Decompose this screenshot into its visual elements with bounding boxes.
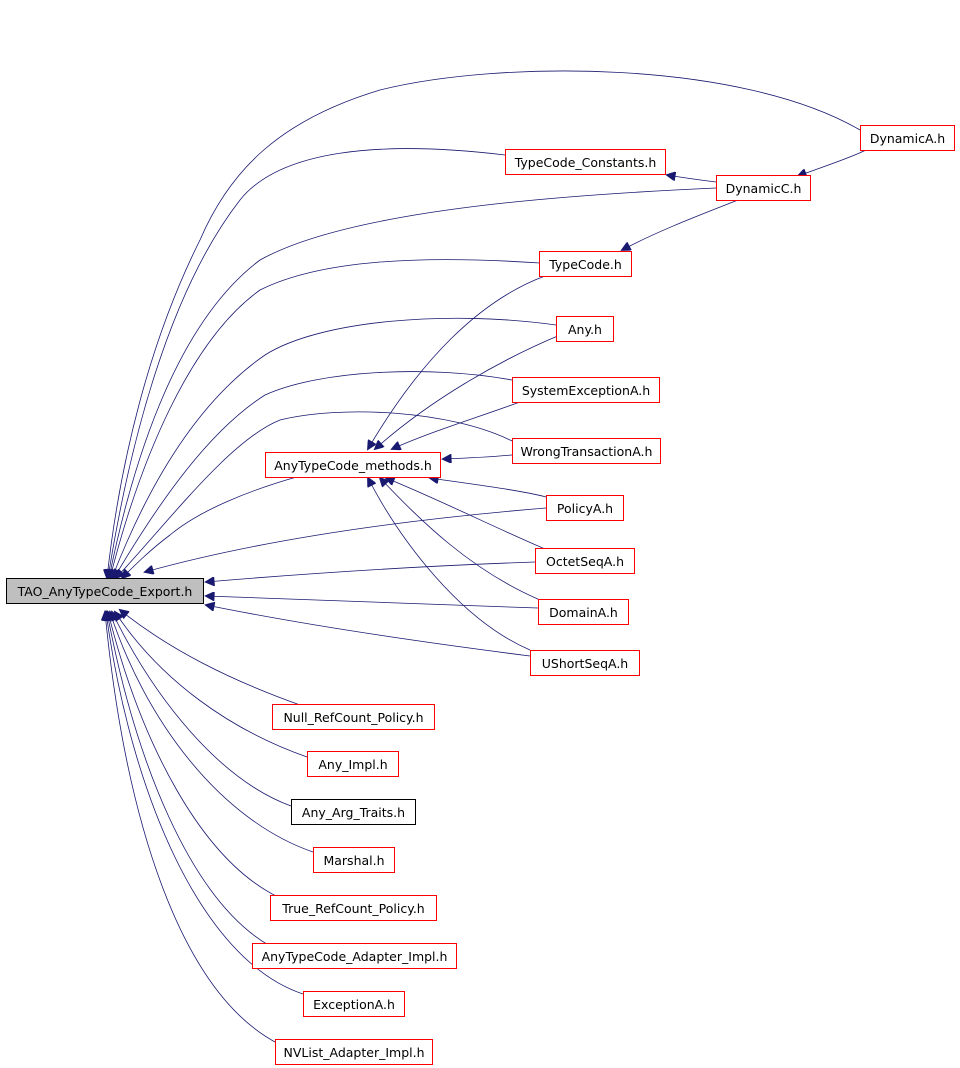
node-ushortseqa[interactable]: UShortSeqA.h <box>530 650 640 676</box>
edge-truerc-root <box>108 612 281 899</box>
edge-sysexc-root <box>114 371 513 578</box>
edge-exceptiona-root <box>106 612 304 995</box>
edge-nullrc-root <box>120 610 301 706</box>
edge-typecode-methods <box>368 275 546 449</box>
node-dynamica[interactable]: DynamicA.h <box>860 125 955 151</box>
edge-octetseq-root <box>206 561 536 582</box>
edge-domaina-methods <box>380 478 541 601</box>
node-any-arg-traits[interactable]: Any_Arg_Traits.h <box>291 799 416 825</box>
node-anytypecode-adapter-impl[interactable]: AnyTypeCode_Adapter_Impl.h <box>252 943 457 969</box>
edge-methods-root <box>122 475 301 578</box>
edge-dynamicc-root <box>109 187 717 578</box>
edge-ushortseq-root <box>206 605 531 657</box>
edge-marshal-root <box>110 612 314 853</box>
edge-dynamicc-tcconstants <box>667 175 717 183</box>
node-any[interactable]: Any.h <box>556 316 614 342</box>
node-null-refcount-policy[interactable]: Null_RefCount_Policy.h <box>272 704 435 730</box>
edge-ushortseq-methods <box>368 478 531 651</box>
edge-any-root <box>112 317 557 578</box>
edge-tcconstants-root <box>108 148 506 578</box>
node-tao-anytypecode-export: TAO_AnyTypeCode_Export.h <box>6 578 204 604</box>
edge-anyarg-root <box>112 612 292 807</box>
node-typecode[interactable]: TypeCode.h <box>539 251 632 277</box>
node-exceptiona[interactable]: ExceptionA.h <box>303 991 405 1017</box>
node-anytypecode-methods[interactable]: AnyTypeCode_methods.h <box>265 452 441 478</box>
edge-typecode-root <box>110 259 541 578</box>
node-marshal[interactable]: Marshal.h <box>313 847 395 873</box>
edge-domaina-root <box>206 596 539 609</box>
edge-policya-root <box>145 507 547 572</box>
edge-wrongtx-root <box>116 411 513 578</box>
edge-any-methods <box>375 334 561 449</box>
edge-policya-methods <box>430 478 547 498</box>
edge-wrongtx-methods <box>443 455 513 459</box>
edge-dynamica-root <box>107 70 861 578</box>
node-nvlist-adapter-impl[interactable]: NVList_Adapter_Impl.h <box>275 1039 433 1065</box>
node-policya[interactable]: PolicyA.h <box>546 495 624 521</box>
node-systemexceptiona[interactable]: SystemExceptionA.h <box>512 377 660 403</box>
node-domaina[interactable]: DomainA.h <box>538 599 629 625</box>
edge-anyimpl-root <box>115 612 308 758</box>
edge-dynamica-dynamicc <box>798 149 867 176</box>
node-typecode-constants[interactable]: TypeCode_Constants.h <box>505 149 666 175</box>
edge-dynamicc-typecode <box>622 199 739 250</box>
node-dynamicc[interactable]: DynamicC.h <box>716 175 811 201</box>
edge-octetseq-methods <box>386 478 546 550</box>
node-octetseqa[interactable]: OctetSeqA.h <box>535 548 635 574</box>
node-wrongtransactiona[interactable]: WrongTransactionA.h <box>512 438 661 464</box>
edge-nvlist-root <box>105 612 276 1043</box>
node-any-impl[interactable]: Any_Impl.h <box>307 751 399 777</box>
edge-sysexc-methods <box>392 401 521 449</box>
node-true-refcount-policy[interactable]: True_RefCount_Policy.h <box>270 895 437 921</box>
edge-adapter-root <box>107 612 271 947</box>
